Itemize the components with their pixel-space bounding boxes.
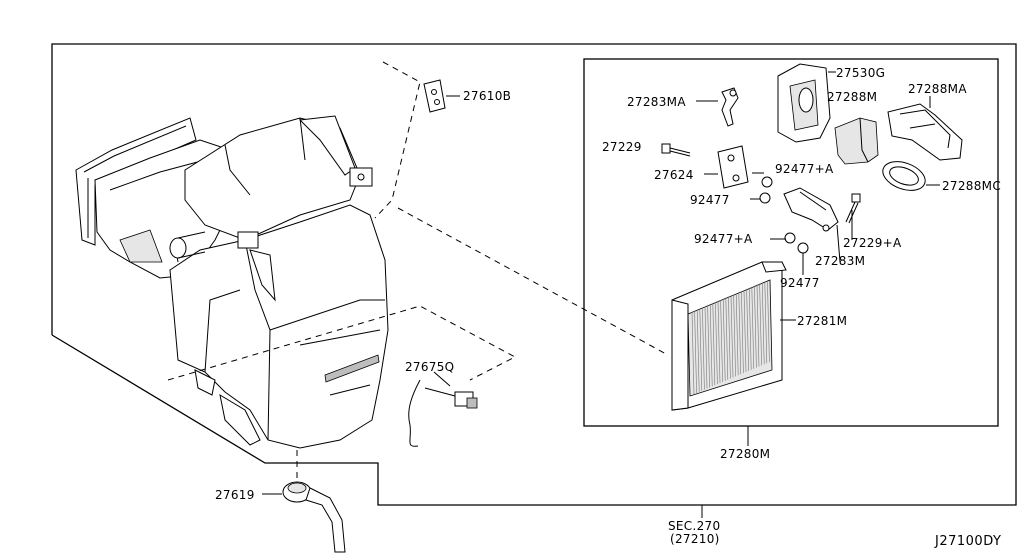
evaporator-fin	[699, 308, 703, 391]
assembly-frame	[51, 43, 1017, 506]
evaporator-fin	[738, 292, 742, 375]
bolt-27229	[661, 143, 691, 157]
evaporator-fin	[759, 283, 762, 366]
label-27675q: 27675Q	[405, 360, 454, 374]
evaporator-fin	[761, 282, 765, 365]
o-ring-92477-low	[797, 242, 809, 254]
evaporator-fin	[691, 311, 695, 395]
evaporator-fin	[717, 300, 721, 384]
label-27288m: 27288M	[827, 90, 877, 104]
label-27280m: 27280M	[720, 447, 770, 461]
label-27281m: 27281M	[797, 314, 847, 328]
label-27288mc: 27288MC	[942, 179, 1001, 193]
cover-27530g	[777, 63, 836, 143]
evaporator-fin	[746, 288, 749, 371]
evaporator-fin	[767, 280, 770, 363]
seal-ring-27288mc	[882, 161, 940, 191]
evaporator-fin	[702, 307, 705, 390]
label-92477-a-mid: 92477+A	[694, 232, 753, 246]
label-27283ma: 27283MA	[627, 95, 686, 109]
evaporator-core-27281m	[671, 261, 796, 411]
insulator-27288m	[834, 117, 879, 165]
evaporator-fin	[696, 309, 700, 392]
evaporator-fin	[733, 294, 736, 377]
evaporator-fin	[743, 289, 747, 373]
evaporator-fin	[694, 310, 697, 393]
evaporator-fin	[730, 295, 734, 378]
label-92477-low: 92477	[780, 276, 820, 290]
evaporator-fin	[741, 291, 744, 374]
evaporator-fin	[720, 299, 723, 382]
evaporator-fin	[704, 306, 708, 389]
heater-unit-housing	[75, 115, 389, 449]
section-ref-line2: (27210)	[670, 532, 720, 546]
evaporator-fin	[715, 302, 718, 385]
section-ref-line1: SEC.270	[668, 519, 720, 533]
bracket-27610b	[423, 79, 460, 113]
bracket-dash-outline	[374, 61, 421, 219]
bolt-27229-a	[845, 193, 861, 224]
evaporator-fin	[725, 297, 729, 380]
evaporator-fin	[707, 305, 710, 388]
label-27610b: 27610B	[463, 89, 511, 103]
o-ring-92477-a-mid	[784, 232, 796, 244]
evaporator-fin	[754, 285, 757, 368]
diagram-code: J27100DY	[934, 534, 1001, 549]
evaporator-fin	[728, 296, 731, 379]
label-27229-a: 27229+A	[843, 236, 902, 250]
label-27229: 27229	[602, 140, 642, 154]
pipe-27283m	[783, 187, 839, 232]
expansion-valve-27624	[704, 145, 749, 189]
evaporator-fin	[722, 298, 726, 381]
seal-27288ma	[887, 96, 963, 161]
evaporator-fin	[764, 281, 768, 364]
evaporator-fin	[751, 286, 755, 369]
pipe-27283ma	[696, 87, 739, 127]
label-27619: 27619	[215, 488, 255, 502]
o-ring-92477-left	[759, 192, 771, 204]
evaporator-dash-leader	[397, 207, 669, 356]
label-92477-a-top: 92477+A	[775, 162, 834, 176]
o-ring-92477-a-top	[761, 176, 773, 188]
evaporator-fin	[756, 284, 760, 367]
evaporator-subassembly-box	[583, 58, 999, 427]
sensor-27675q	[408, 371, 478, 447]
evaporator-fin	[709, 304, 713, 387]
label-92477-left: 92477	[690, 193, 730, 207]
label-27530g: 27530G	[836, 66, 885, 80]
evaporator-fin	[735, 293, 739, 376]
label-27283m: 27283M	[815, 254, 865, 268]
label-27288ma: 27288MA	[908, 82, 967, 96]
drain-hose-27619	[262, 450, 346, 553]
evaporator-fin	[712, 303, 716, 386]
label-27624: 27624	[654, 168, 694, 182]
evaporator-fin	[748, 287, 752, 370]
